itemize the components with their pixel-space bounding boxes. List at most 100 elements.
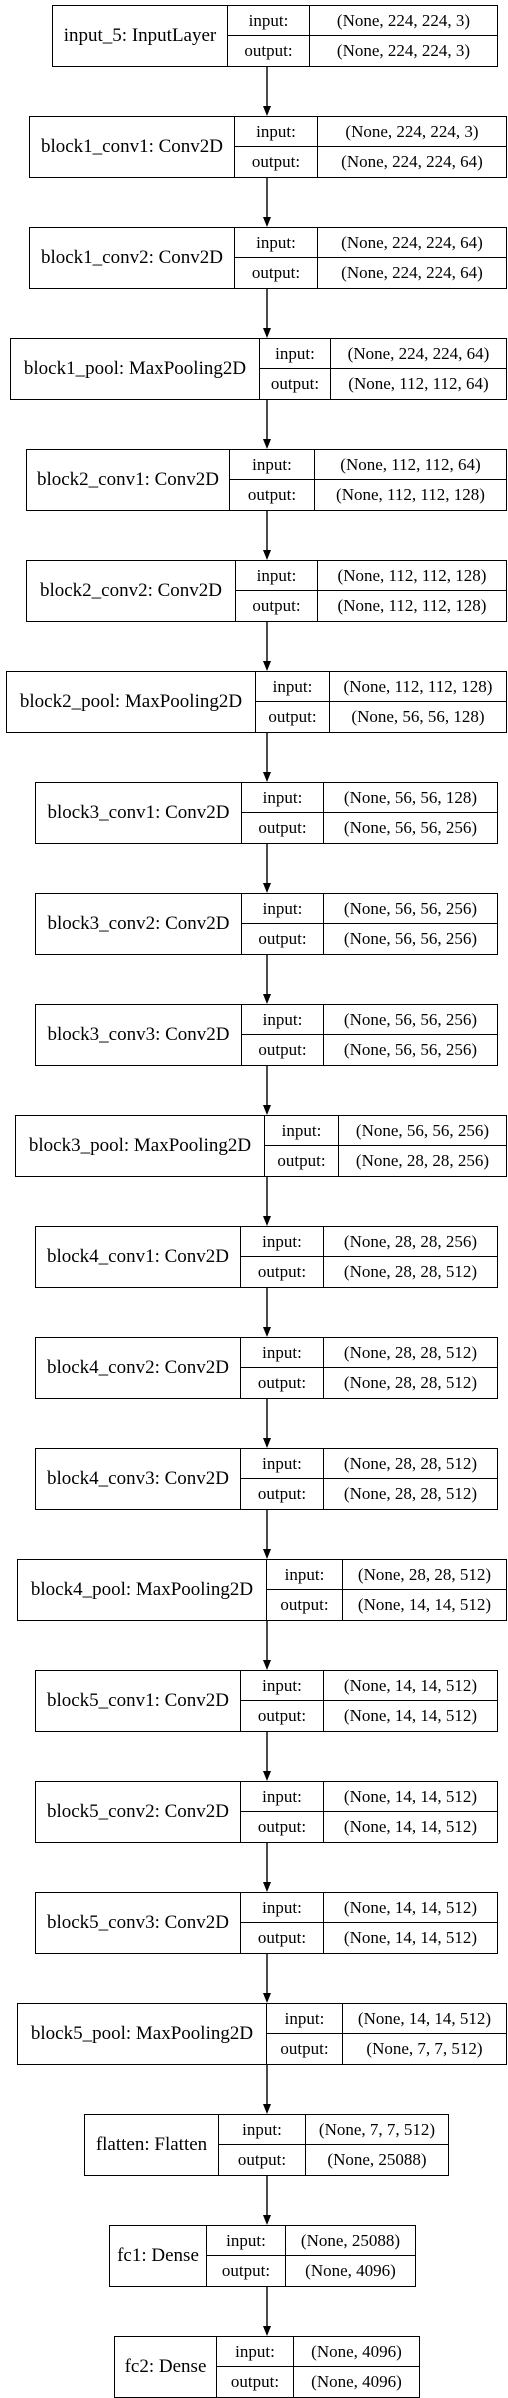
input-port-label: input: <box>235 117 318 147</box>
output-shape-value: (None, 4096) <box>311 2372 402 2391</box>
output-shape-value: (None, 112, 112, 128) <box>336 485 485 504</box>
input-shape-value: (None, 56, 56, 256) <box>324 894 497 924</box>
input-shape-value: (None, 14, 14, 512) <box>324 1782 497 1812</box>
layer-label: block4_conv2: Conv2D <box>36 1338 241 1398</box>
edge-arrowhead <box>263 217 271 227</box>
input-port-label: input: <box>230 450 315 480</box>
output-shape-value: (None, 25088) <box>327 2150 427 2169</box>
input-port-label: input: <box>219 2115 306 2145</box>
input-port-label: input: <box>267 2004 343 2034</box>
layer-label: block3_conv1: Conv2D <box>36 783 242 843</box>
input-port-label: input: <box>241 1449 324 1479</box>
input-shape-value: (None, 224, 224, 3) <box>310 6 497 36</box>
output-port-label: output: <box>241 1701 324 1731</box>
output-shape-value: (None, 14, 14, 512) <box>343 1817 478 1836</box>
input-shape-value: (None, 14, 14, 512) <box>324 1893 497 1923</box>
output-port-label: output: <box>241 1479 324 1509</box>
layer-label: block3_conv2: Conv2D <box>36 894 242 954</box>
layer-label: block1_pool: MaxPooling2D <box>11 339 260 399</box>
layer-label: block3_pool: MaxPooling2D <box>16 1116 265 1176</box>
output-port-label: output: <box>241 1812 324 1842</box>
input-port-label: input: <box>265 1116 339 1146</box>
output-port-label: output: <box>267 2034 343 2064</box>
output-port-label: output: <box>219 2145 306 2175</box>
layer-label: block1_conv1: Conv2D <box>30 117 235 177</box>
input-port-label: input: <box>242 894 324 924</box>
input-shape-value: (None, 28, 28, 512) <box>324 1449 497 1479</box>
output-port-label: output: <box>241 1923 324 1953</box>
edge-arrowhead <box>263 2104 271 2114</box>
input-port-label: input: <box>241 1671 324 1701</box>
output-port-label: output: <box>235 258 318 288</box>
output-port-label: output: <box>241 1368 324 1398</box>
input-port-label: input: <box>242 1005 324 1035</box>
output-shape-value: (None, 4096) <box>305 2261 396 2280</box>
input-port-label: input: <box>241 1893 324 1923</box>
layer-label: block1_conv2: Conv2D <box>30 228 235 288</box>
edge-arrowhead <box>263 1438 271 1448</box>
output-shape-value: (None, 224, 224, 64) <box>341 152 483 171</box>
input-port-label: input: <box>241 1338 324 1368</box>
output-port-label: output: <box>242 924 324 954</box>
input-shape-value: (None, 28, 28, 256) <box>324 1227 497 1257</box>
input-port-label: input: <box>241 1227 324 1257</box>
edge-arrowhead <box>263 772 271 782</box>
input-port-label: input: <box>236 561 318 591</box>
edge-arrowhead <box>263 1882 271 1892</box>
edge-arrowhead <box>263 106 271 116</box>
output-port-label: output: <box>236 591 318 621</box>
layer-label: block2_pool: MaxPooling2D <box>7 672 256 732</box>
output-port-label: output: <box>267 1590 343 1620</box>
input-shape-value: (None, 14, 14, 512) <box>343 2004 506 2034</box>
input-port-label: input: <box>267 1560 343 1590</box>
input-port-label: input: <box>235 228 318 258</box>
edge-arrowhead <box>263 328 271 338</box>
edge-arrowhead <box>263 1549 271 1559</box>
edge-arrowhead <box>263 439 271 449</box>
input-shape-value: (None, 112, 112, 128) <box>330 672 506 702</box>
input-port-label: input: <box>256 672 330 702</box>
input-shape-value: (None, 56, 56, 256) <box>324 1005 497 1035</box>
layer-label: fc2: Dense <box>115 2337 217 2397</box>
input-shape-value: (None, 56, 56, 256) <box>339 1116 506 1146</box>
layer-label: block5_conv2: Conv2D <box>36 1782 241 1842</box>
output-port-label: output: <box>217 2367 294 2397</box>
output-port-label: output: <box>242 813 324 843</box>
input-shape-value: (None, 28, 28, 512) <box>324 1338 497 1368</box>
output-port-label: output: <box>235 147 318 177</box>
layer-label: block5_conv3: Conv2D <box>36 1893 241 1953</box>
input-shape-value: (None, 224, 224, 64) <box>331 339 506 369</box>
output-shape-value: (None, 56, 56, 256) <box>343 1040 478 1059</box>
edge-arrowhead <box>263 1216 271 1226</box>
edge-arrowhead <box>263 883 271 893</box>
edge-arrowhead <box>263 1105 271 1115</box>
output-shape-value: (None, 56, 56, 256) <box>343 818 478 837</box>
output-port-label: output: <box>260 369 331 399</box>
edge-arrowhead <box>263 994 271 1004</box>
edge-arrowhead <box>263 1660 271 1670</box>
input-shape-value: (None, 28, 28, 512) <box>343 1560 506 1590</box>
layer-label: block4_conv1: Conv2D <box>36 1227 241 1287</box>
input-shape-value: (None, 224, 224, 64) <box>318 228 506 258</box>
output-port-label: output: <box>207 2256 286 2286</box>
edge-arrowhead <box>263 1771 271 1781</box>
layer-label: block4_pool: MaxPooling2D <box>18 1560 267 1620</box>
layer-label: block3_conv3: Conv2D <box>36 1005 242 1065</box>
output-port-label: output: <box>256 702 330 732</box>
